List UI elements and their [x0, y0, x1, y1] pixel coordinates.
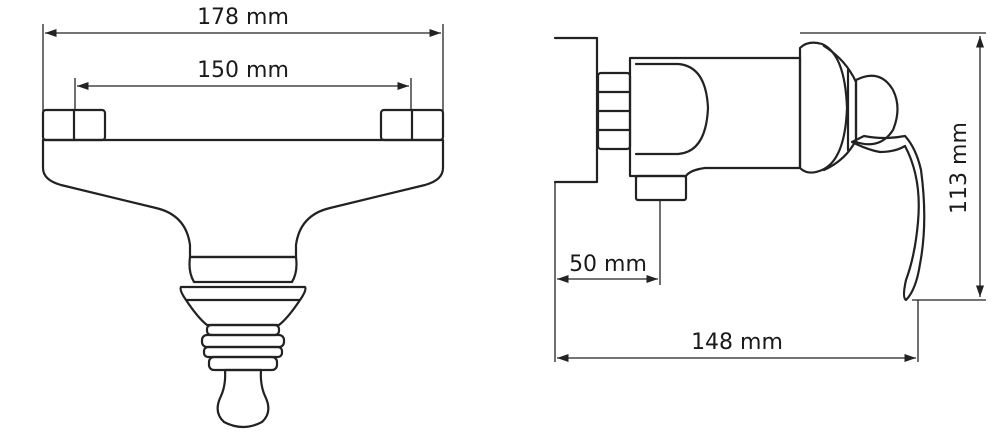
- dimension-total-depth: 148 mm: [557, 300, 919, 363]
- side-lever-handle: [850, 134, 926, 302]
- dimension-label-wall-projection: 50 mm: [569, 252, 647, 277]
- lever-knob: [216, 368, 270, 429]
- dimension-label-overall-width: 178 mm: [197, 5, 289, 30]
- dimension-wall-projection: 50 mm: [554, 182, 661, 362]
- side-hex-nut: [596, 71, 632, 151]
- dimension-label-height: 113 mm: [947, 122, 972, 214]
- dimension-overall-width: 178 mm: [42, 5, 444, 118]
- front-view: 178 mm 150 mm: [41, 5, 445, 429]
- left-connector-nut: [41, 108, 107, 142]
- dimension-label-connection-spacing: 150 mm: [197, 58, 289, 83]
- cartridge-cap: [179, 285, 307, 372]
- side-cartridge: [798, 41, 899, 174]
- wall-plate: [553, 36, 599, 184]
- side-view: 113 mm 50 mm 148 mm: [553, 32, 986, 363]
- dimension-height: 113 mm: [800, 32, 986, 301]
- side-outlet-stub: [634, 174, 688, 202]
- right-connector-nut: [379, 108, 445, 142]
- side-mixer-body: [628, 56, 802, 178]
- mixer-body: [41, 138, 445, 259]
- dimension-label-total-depth: 148 mm: [691, 330, 783, 355]
- dimension-connection-spacing: 150 mm: [74, 58, 412, 110]
